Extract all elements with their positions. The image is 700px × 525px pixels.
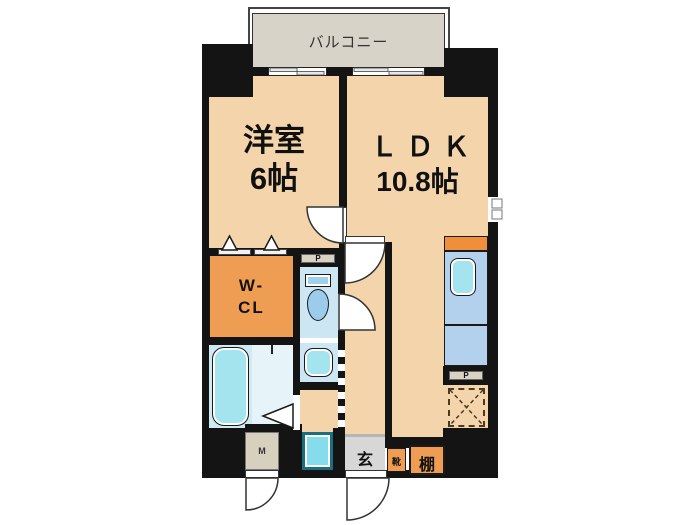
meter-door-leaf (245, 470, 279, 478)
door-arc-entrance (346, 477, 390, 521)
wall-washbasin-bottom (296, 382, 340, 390)
toilet-bowl-icon (307, 289, 329, 321)
ldk-size-label: 10.8帖 (376, 166, 459, 197)
wcl-label-line2: CL (238, 298, 265, 317)
ldk-name-label: ＬＤＫ (370, 132, 479, 162)
washroom-sliding-door (338, 350, 345, 428)
toilet-tank-icon (305, 274, 331, 287)
wall-right (488, 48, 498, 478)
pipe-space-kitchen-box (449, 371, 483, 380)
shower-area-floor (252, 345, 293, 428)
wall-wcl-right (293, 248, 300, 345)
pipe-space-toilet-label: P (315, 254, 321, 263)
bathtub-icon (212, 347, 249, 426)
washbasin-icon (304, 348, 333, 377)
entrance-door-leaf (345, 470, 387, 478)
shelf (409, 445, 445, 475)
block-bottom-left (202, 428, 246, 478)
wall-left (202, 44, 209, 478)
wall-wcl-bottom (209, 337, 300, 345)
hallway-floor (345, 242, 385, 438)
wall-pan-left (295, 428, 302, 472)
pipe-space-kitchen-label: P (463, 371, 469, 380)
genkan-step-edge (345, 434, 385, 437)
shower-wall-tick (271, 345, 273, 354)
wall-hall-right (385, 242, 392, 440)
refrigerator-space (448, 388, 485, 427)
balcony-label: バルコニー (308, 34, 389, 51)
door-arc-meter-box (245, 477, 279, 511)
balcony-window-right (352, 67, 425, 76)
closet-door-track-left (218, 249, 251, 255)
balcony (252, 13, 445, 68)
genkan-label: 玄 (356, 452, 373, 469)
stove-icon (444, 325, 488, 366)
toilet-door-gap (338, 294, 345, 330)
wall-western-ldk (339, 75, 347, 256)
shower-door-gap (293, 395, 300, 430)
wall-pan-right (333, 428, 345, 472)
ldk-door-leaf (345, 236, 385, 244)
closet-door-track-right (254, 249, 287, 255)
wall-ldk-bottom (385, 437, 445, 448)
meter-box-label: M (258, 446, 266, 456)
western-room-size-label: 6帖 (249, 161, 299, 196)
washing-machine-pan-icon (302, 432, 333, 470)
kitchen-sink-icon (450, 258, 476, 296)
meter-box (245, 432, 279, 470)
block-bottom-right (443, 428, 498, 478)
pipe-space-toilet-box (301, 254, 335, 263)
shelf-label: 棚 (418, 457, 435, 474)
genkan-floor (345, 437, 385, 472)
wcl-label-line1: W- (238, 276, 265, 295)
balcony-window-left (268, 67, 327, 76)
shoe-cabinet-label: 靴 (391, 457, 401, 467)
kitchen-counter-top (444, 236, 488, 251)
washroom-floor (296, 382, 338, 432)
shoe-cabinet (387, 448, 406, 472)
western-room-name-label: 洋室 (243, 123, 305, 158)
wall-top (209, 67, 488, 76)
side-window (488, 197, 498, 222)
